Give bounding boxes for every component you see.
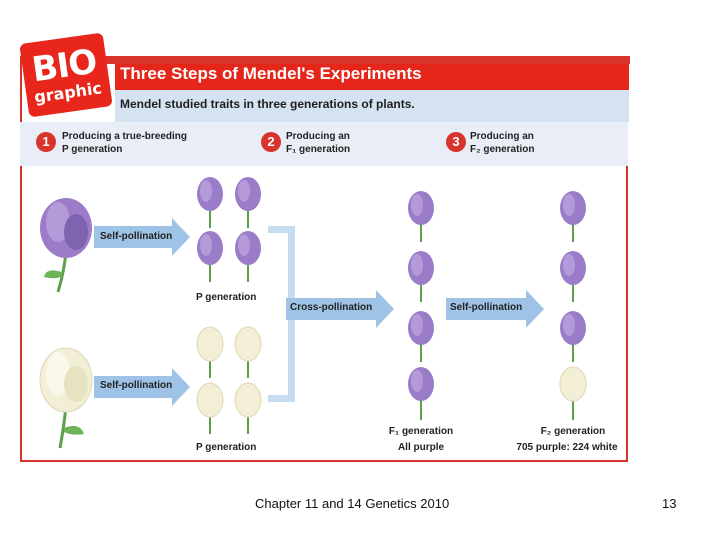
step-2-line2: F₁ generation bbox=[286, 144, 351, 155]
f2-generation-flowers bbox=[559, 191, 587, 420]
mendel-figure: Three Steps of Mendel's Experiments Mend… bbox=[19, 30, 630, 462]
self-pollination-f1-arrow bbox=[446, 290, 544, 328]
step-3-line1: Producing an bbox=[470, 131, 534, 142]
step-2-line1: Producing an bbox=[286, 131, 350, 142]
purple-parent-flower bbox=[40, 198, 92, 293]
self-pollination-bottom-label: Self-pollination bbox=[100, 380, 173, 391]
subtitle-bar bbox=[115, 90, 629, 122]
self-pollination-arrow-bottom bbox=[94, 368, 190, 406]
header-red-bar bbox=[20, 56, 630, 64]
f2-generation-label: F₂ generation bbox=[540, 426, 606, 437]
slide-footer-caption: Chapter 11 and 14 Genetics 2010 bbox=[255, 496, 450, 511]
p-generation-purple-flowers bbox=[197, 177, 261, 282]
self-pollination-top-label: Self-pollination bbox=[100, 231, 173, 242]
steps-row bbox=[20, 122, 628, 166]
figure-frame bbox=[20, 62, 628, 462]
p-generation-top-label: P generation bbox=[196, 292, 257, 303]
figure-title: Three Steps of Mendel's Experiments bbox=[120, 64, 422, 83]
step-2-number: 2 bbox=[261, 132, 281, 152]
step-1-line1: Producing a true-breeding bbox=[62, 131, 188, 142]
self-pollination-arrow-top bbox=[94, 218, 190, 256]
step-3-number: 3 bbox=[446, 132, 466, 152]
f1-generation-flowers bbox=[408, 191, 434, 420]
f1-result-label: All purple bbox=[397, 442, 445, 453]
step-3-label: Producing an F₂ generation bbox=[470, 130, 534, 156]
step-1-label: Producing a true-breeding P generation bbox=[62, 130, 187, 156]
cross-pollination-label: Cross-pollination bbox=[290, 302, 373, 313]
slide-page-number: 13 bbox=[662, 496, 677, 511]
step-1-number: 1 bbox=[36, 132, 56, 152]
step-2-label: Producing an F₁ generation bbox=[286, 130, 350, 156]
step-3-line2: F₂ generation bbox=[470, 144, 535, 155]
f1-generation-label: F₁ generation bbox=[388, 426, 454, 437]
p-generation-white-flowers bbox=[196, 326, 262, 434]
figure-subtitle: Mendel studied traits in three generatio… bbox=[120, 97, 415, 111]
f2-result-label: 705 purple: 224 white bbox=[516, 442, 618, 453]
white-parent-flower bbox=[39, 347, 93, 449]
self-pollination-f1-label: Self-pollination bbox=[450, 302, 523, 313]
p-generation-bottom-label: P generation bbox=[196, 442, 257, 453]
cross-pollination-arrow bbox=[286, 290, 394, 328]
step-1-line2: P generation bbox=[62, 144, 123, 155]
